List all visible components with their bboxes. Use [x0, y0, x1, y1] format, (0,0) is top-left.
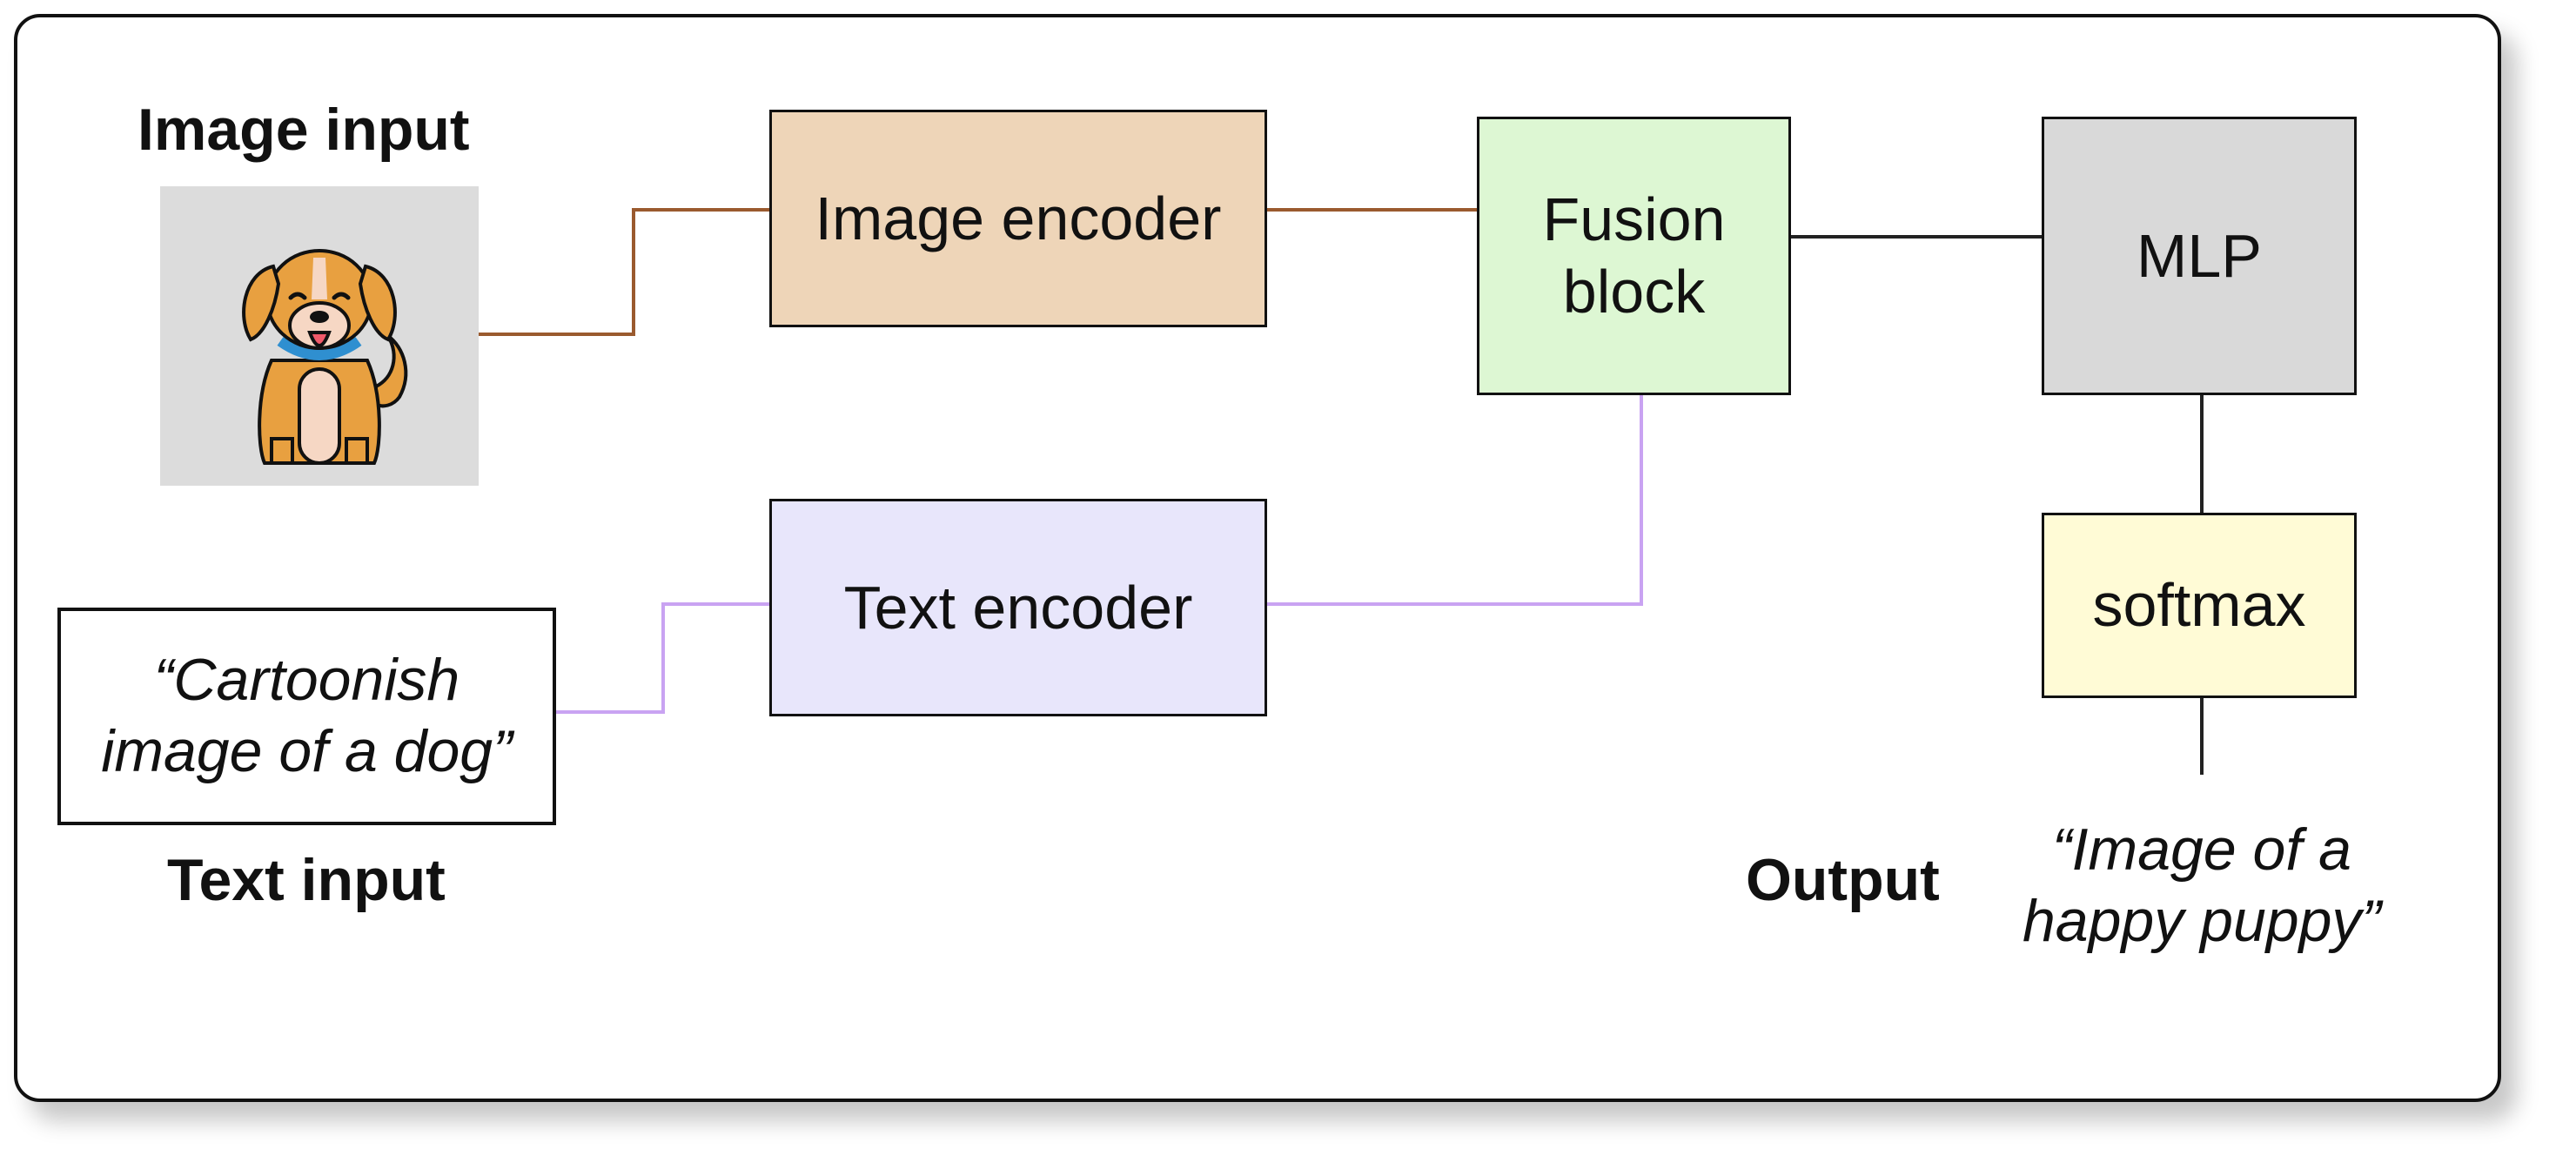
text-encoder-label: Text encoder: [843, 573, 1193, 642]
output-quote: “Image of a happy puppy”: [2022, 816, 2382, 954]
cartoon-dog-icon: [242, 249, 408, 465]
text-input-label: Text input: [167, 847, 446, 913]
image-encoder-block: Image encoder: [769, 110, 1267, 327]
image-encoder-label: Image encoder: [815, 184, 1222, 252]
fusion-block: Fusion block: [1477, 117, 1791, 395]
text-input-quote: “Cartoonish image of a dog”: [101, 647, 513, 784]
image-input-thumbnail: [160, 186, 479, 486]
mlp-block: MLP: [2042, 117, 2357, 395]
output-label: Output: [1746, 847, 1940, 913]
softmax-block: softmax: [2042, 513, 2357, 698]
softmax-label: softmax: [2092, 571, 2306, 640]
fusion-block-label: Fusion block: [1542, 185, 1726, 326]
text-encoder-block: Text encoder: [769, 499, 1267, 716]
mlp-label: MLP: [2137, 221, 2262, 290]
text-input-box: “Cartoonish image of a dog”: [57, 608, 556, 825]
image-input-label: Image input: [138, 97, 470, 163]
